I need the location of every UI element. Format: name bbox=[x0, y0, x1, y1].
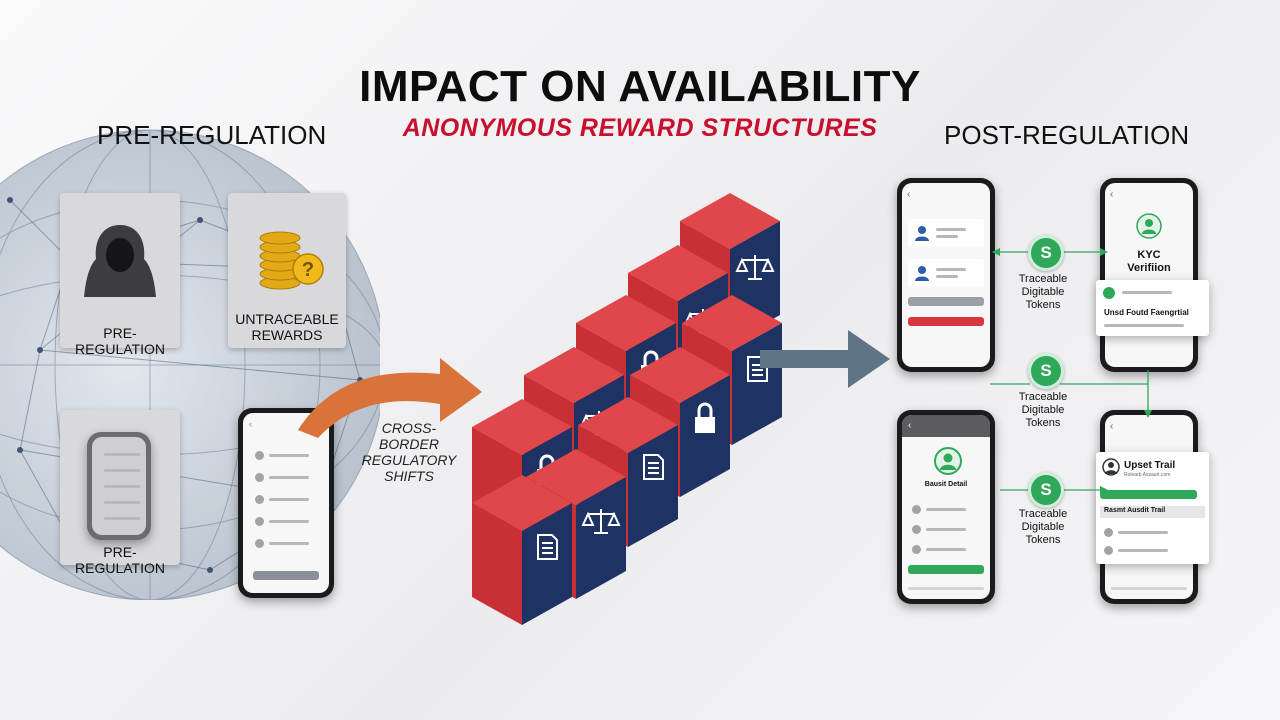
card-label-line2: REWARDS bbox=[251, 327, 323, 343]
post-regulation-heading: POST-REGULATION bbox=[944, 120, 1190, 150]
secondary-button[interactable] bbox=[908, 297, 984, 306]
cross-border-caption: CROSS-BORDER REGULATORY SHIFTS bbox=[361, 420, 457, 484]
verified-user-icon bbox=[1103, 287, 1115, 299]
primary-red-button[interactable] bbox=[908, 317, 984, 326]
main-title: IMPACT ON AVAILABILITY bbox=[359, 62, 921, 111]
card-label: PRE-REGULATION bbox=[75, 544, 165, 576]
main-subtitle: ANONYMOUS REWARD STRUCTURES bbox=[402, 114, 878, 142]
anonymous-user-card: PRE-REGULATION bbox=[60, 193, 180, 357]
svg-text:?: ? bbox=[302, 259, 314, 281]
verified-user-icon bbox=[934, 447, 962, 475]
token-flow-connectors bbox=[990, 248, 1152, 494]
hooded-figure-icon bbox=[84, 225, 156, 297]
profile-list-phone: ‹ Bausit Detail bbox=[897, 410, 995, 604]
curved-arrow-icon bbox=[298, 358, 482, 438]
audit-row[interactable]: Rasmt Ausdit Trail bbox=[1100, 506, 1205, 518]
right-arrow-icon bbox=[760, 330, 890, 388]
traceable-token-coin-icon: S bbox=[1028, 353, 1064, 389]
green-action-button[interactable] bbox=[1100, 490, 1197, 499]
audit-overlay-subtitle: Rolearb Assaurt.com bbox=[1124, 472, 1171, 478]
card-label: PRE-REGULATION bbox=[75, 325, 165, 357]
traceable-token-label: Traceable Digitable Tokens bbox=[1018, 273, 1068, 311]
app-action-button[interactable] bbox=[253, 571, 319, 580]
traceable-token-label: Traceable Digitable Tokens bbox=[1018, 391, 1068, 429]
regulatory-blocks-graphic bbox=[472, 193, 782, 625]
untraceable-rewards-card: ? UNTRACEABLE REWARDS bbox=[228, 193, 346, 348]
back-chevron-icon[interactable]: ‹ bbox=[1110, 421, 1114, 432]
reward-detail-overlay: Unsd Foutd Faengrtial bbox=[1096, 280, 1209, 336]
audit-row-label: Rasmt Ausdit Trail bbox=[1104, 507, 1166, 514]
user-avatar-icon bbox=[1102, 458, 1120, 476]
user-avatar-icon bbox=[915, 266, 929, 281]
green-confirm-button[interactable] bbox=[908, 565, 984, 574]
pre-regulation-app-phone: ‹ bbox=[238, 408, 334, 598]
user-row-card[interactable] bbox=[908, 219, 984, 247]
profile-caption: Bausit Detail bbox=[924, 481, 968, 488]
user-row-card[interactable] bbox=[908, 259, 984, 287]
kyc-verification-phone: ‹ KYC Verifiion bbox=[1100, 178, 1198, 372]
traceable-token-label: Traceable Digitable Tokens bbox=[1018, 508, 1068, 546]
back-chevron-icon[interactable]: ‹ bbox=[249, 419, 252, 429]
kyc-title: KYC Verifiion bbox=[1127, 249, 1171, 274]
audit-overlay-title: Upset Trail bbox=[1124, 460, 1176, 471]
back-chevron-icon[interactable]: ‹ bbox=[908, 420, 912, 431]
verified-user-icon bbox=[1136, 213, 1162, 239]
account-phone-top-left: ‹ bbox=[897, 178, 995, 372]
audit-trail-overlay: Upset Trail Rolearb Assaurt.com Rasmt Au… bbox=[1096, 452, 1209, 564]
legacy-phone-mockup bbox=[87, 432, 151, 540]
legacy-app-card: PRE-REGULATION bbox=[60, 410, 180, 576]
back-chevron-icon[interactable]: ‹ bbox=[1110, 189, 1114, 200]
user-avatar-icon bbox=[915, 226, 929, 241]
reward-overlay-title: Unsd Foutd Faengrtial bbox=[1104, 308, 1189, 317]
coin-stack-question-icon: ? bbox=[259, 231, 324, 290]
back-chevron-icon[interactable]: ‹ bbox=[907, 189, 911, 200]
traceable-token-coin-icon: S bbox=[1028, 235, 1064, 271]
traceable-token-coin-icon: S bbox=[1028, 472, 1064, 508]
card-label-line1: UNTRACEABLE bbox=[235, 311, 339, 327]
pre-regulation-heading: PRE-REGULATION bbox=[97, 120, 327, 150]
